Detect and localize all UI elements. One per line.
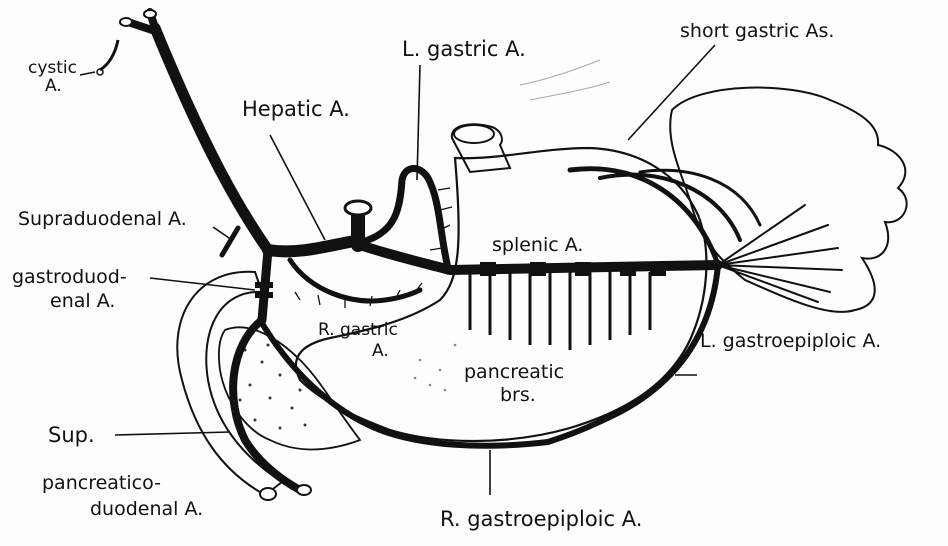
label-hepatic: Hepatic A. bbox=[242, 98, 350, 120]
right-gastric bbox=[290, 260, 420, 301]
pancreatic-branches bbox=[470, 272, 650, 350]
label-pancreatic-1: pancreatic bbox=[464, 363, 564, 383]
supraduodenal bbox=[222, 228, 238, 255]
label-r-gastric-1: R. gastric bbox=[318, 322, 398, 340]
common-hepatic bbox=[268, 240, 360, 251]
splenic-fan-6 bbox=[718, 265, 818, 302]
label-supraduodenal: Supraduodenal A. bbox=[18, 210, 187, 230]
duodenum-end bbox=[260, 488, 276, 500]
label-r-gastric-2: A. bbox=[372, 343, 389, 361]
celiac-end bbox=[345, 201, 371, 215]
hepatic-end-right bbox=[120, 18, 132, 26]
label-gastroduodenal-2: enal A. bbox=[50, 292, 115, 312]
left-gastroepiploic bbox=[548, 265, 718, 442]
sup-pancreaticoduodenal bbox=[233, 320, 300, 490]
label-sup: Sup. bbox=[48, 424, 95, 446]
splenic-fan-1 bbox=[718, 205, 805, 265]
label-l-gastric: L. gastric A. bbox=[402, 38, 526, 60]
pancreas-body-dots bbox=[414, 344, 457, 392]
arteries bbox=[128, 12, 842, 490]
hepatic-end-left bbox=[144, 10, 156, 18]
pancreaticoduodenal-end bbox=[297, 485, 311, 495]
label-pancreatico-2: duodenal A. bbox=[90, 500, 203, 520]
splenic-fan-3 bbox=[718, 248, 838, 265]
label-gastroduodenal-1: gastroduod- bbox=[12, 268, 127, 288]
label-l-gastroepiploic: L. gastroepiploic A. bbox=[700, 332, 881, 352]
label-short-gastric: short gastric As. bbox=[680, 22, 834, 42]
esophagus bbox=[452, 124, 510, 172]
cystic-artery bbox=[100, 40, 118, 70]
label-splenic: splenic A. bbox=[492, 236, 583, 256]
esophagus-opening bbox=[454, 125, 494, 143]
faint-pencil-marks bbox=[520, 60, 610, 100]
short-gastric-2 bbox=[600, 175, 740, 240]
label-r-gastroepiploic: R. gastroepiploic A. bbox=[440, 508, 642, 530]
label-pancreatic-2: brs. bbox=[500, 386, 536, 406]
label-pancreatico-1: pancreatico- bbox=[42, 474, 161, 494]
label-cystic-a: A. bbox=[45, 78, 62, 96]
